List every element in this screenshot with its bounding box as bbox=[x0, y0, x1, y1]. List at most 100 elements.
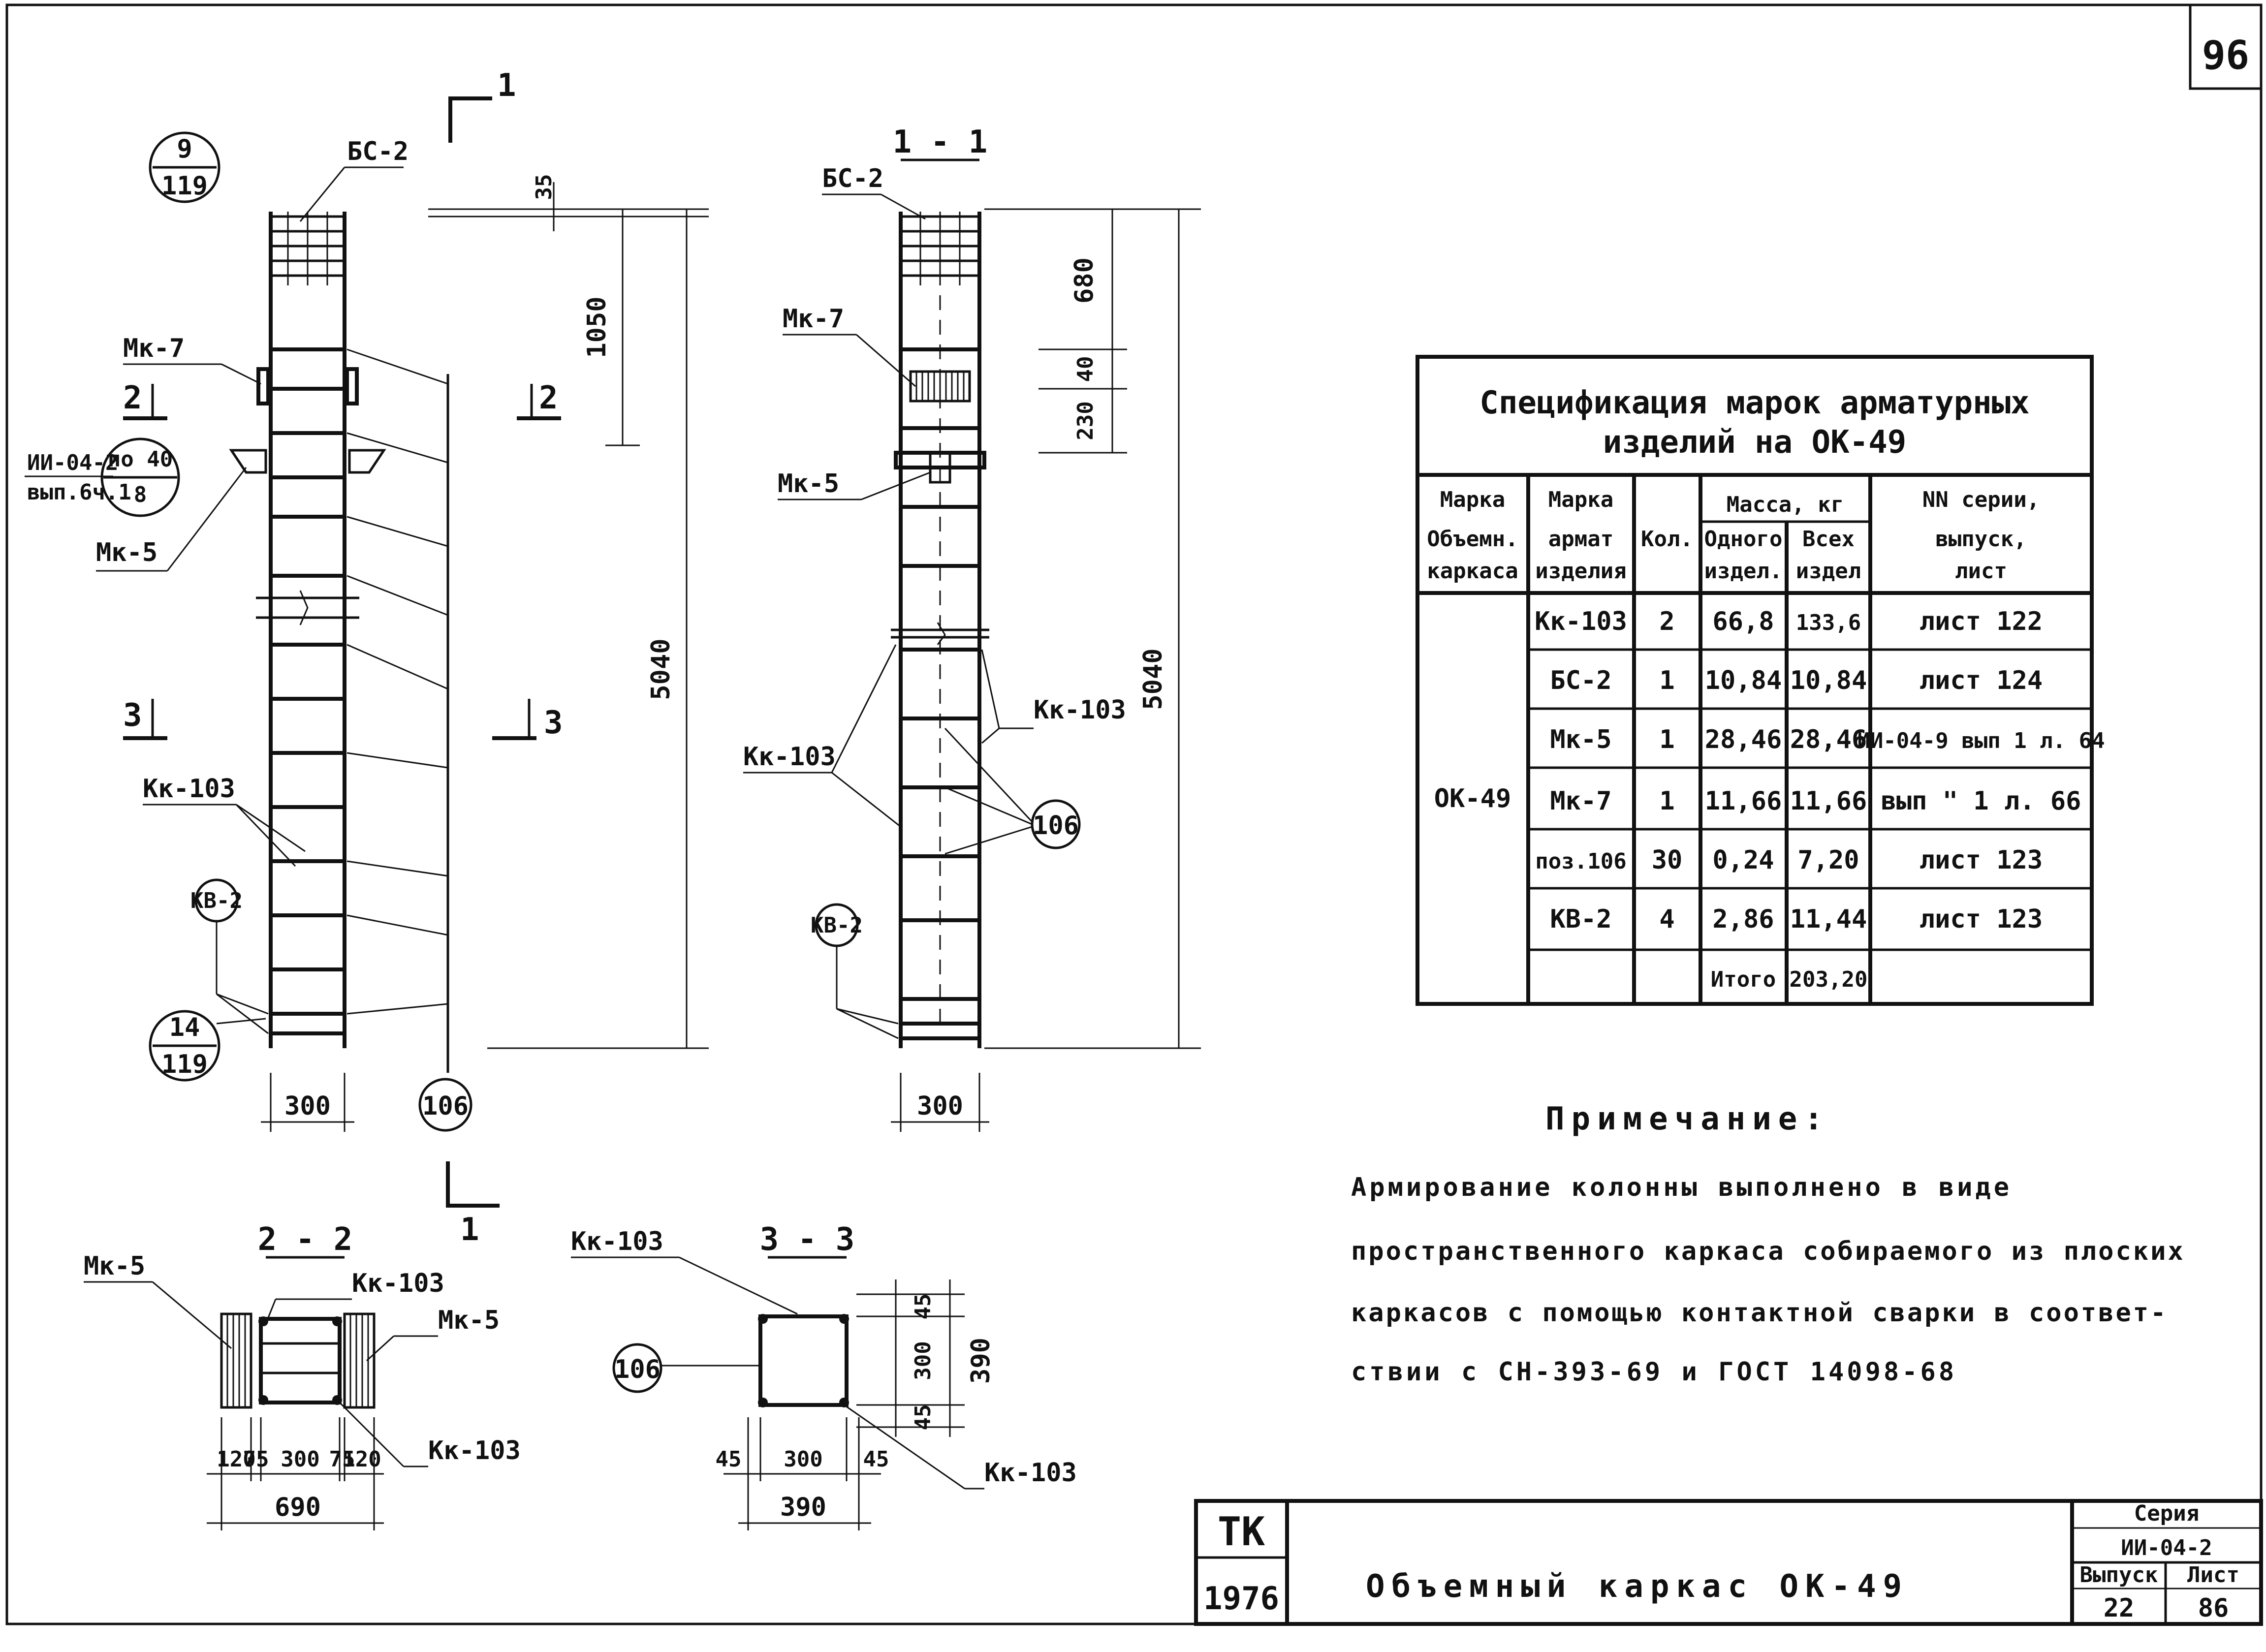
svg-text:2,86: 2,86 bbox=[1712, 904, 1774, 934]
svg-text:лист 124: лист 124 bbox=[1920, 666, 2043, 695]
svg-text:28,46: 28,46 bbox=[1790, 725, 1867, 754]
svg-text:лист 123: лист 123 bbox=[1920, 904, 2043, 934]
svg-text:Масса, кг: Масса, кг bbox=[1727, 492, 1844, 517]
kk103-label-s33-bottom: Кк-103 bbox=[984, 1458, 1077, 1488]
svg-text:Мк-7: Мк-7 bbox=[1550, 786, 1611, 816]
svg-text:300: 300 bbox=[917, 1091, 963, 1121]
right-elevation: 1 - 1 bbox=[743, 124, 1201, 1132]
left-elevation: 106 9 119 14 119 БС-2 Мк-7 ИИ-04-2 вып.6… bbox=[25, 67, 709, 1248]
svg-text:издел: издел bbox=[1796, 559, 1861, 584]
section-3-3-title: 3 - 3 bbox=[760, 1221, 855, 1258]
svg-text:3: 3 bbox=[123, 697, 142, 734]
title-year: 1976 bbox=[1203, 1581, 1279, 1617]
svg-text:106: 106 bbox=[614, 1355, 661, 1384]
kk103-label-right-a: Кк-103 bbox=[743, 742, 836, 772]
svg-text:Серия: Серия bbox=[2134, 1501, 2199, 1526]
svg-text:66,8: 66,8 bbox=[1712, 607, 1774, 636]
dim-300-left: 300 bbox=[261, 1073, 354, 1132]
dim-1050: 1050 bbox=[582, 209, 640, 446]
svg-text:Марка: Марка bbox=[1548, 487, 1613, 512]
section-1-1-title: 1 - 1 bbox=[893, 124, 988, 160]
kk103-label-s22-top: Кк-103 bbox=[352, 1269, 444, 1298]
mk5-label-left: Мк-5 bbox=[96, 538, 157, 567]
svg-text:КВ-2: КВ-2 bbox=[190, 888, 243, 913]
svg-text:11,66: 11,66 bbox=[1790, 786, 1867, 816]
svg-text:вып " 1 л. 66: вып " 1 л. 66 bbox=[1881, 786, 2081, 816]
svg-text:Выпуск: Выпуск bbox=[2080, 1562, 2158, 1588]
section-mark-2-right: 2 bbox=[517, 380, 561, 420]
spec-title-2: изделий на ОК-49 bbox=[1603, 424, 1907, 461]
svg-text:45: 45 bbox=[863, 1447, 889, 1472]
svg-text:2: 2 bbox=[539, 380, 558, 416]
svg-text:11,66: 11,66 bbox=[1705, 786, 1782, 816]
svg-text:Кол.: Кол. bbox=[1641, 527, 1693, 552]
svg-text:390: 390 bbox=[780, 1493, 826, 1522]
svg-text:22: 22 bbox=[2104, 1593, 2135, 1623]
svg-text:Армирование колонны выполнено: Армирование колонны выполнено в виде bbox=[1351, 1173, 2012, 1202]
svg-text:300: 300 bbox=[284, 1091, 331, 1121]
svg-text:каркаса: каркаса bbox=[1427, 559, 1518, 584]
svg-text:4: 4 bbox=[1659, 904, 1674, 934]
svg-text:вып.6ч.1: вып.6ч.1 bbox=[27, 480, 131, 505]
svg-text:каркасов с помощью контактной: каркасов с помощью контактной сварки в с… bbox=[1351, 1298, 2168, 1328]
svg-text:NN серии,: NN серии, bbox=[1922, 487, 2040, 512]
svg-text:2: 2 bbox=[1659, 607, 1674, 636]
svg-text:Итого: Итого bbox=[1711, 967, 1776, 992]
svg-text:106: 106 bbox=[1033, 811, 1079, 841]
title-org: ТК bbox=[1218, 1509, 1265, 1555]
svg-text:КВ-2: КВ-2 bbox=[811, 913, 863, 938]
svg-text:680: 680 bbox=[1070, 257, 1099, 304]
svg-text:Кк-103: Кк-103 bbox=[1535, 607, 1627, 636]
mk5-label-right: Мк-5 bbox=[778, 469, 839, 499]
stirrups-left bbox=[271, 347, 345, 1035]
svg-text:ИИ-04-2: ИИ-04-2 bbox=[2121, 1535, 2212, 1560]
svg-text:Марка: Марка bbox=[1440, 487, 1505, 512]
ref-callout: ИИ-04-2 вып.6ч.1 по 40 8 bbox=[25, 437, 180, 517]
svg-text:11,44: 11,44 bbox=[1790, 904, 1867, 934]
kk103-label-s22-bottom: Кк-103 bbox=[428, 1436, 521, 1465]
title-block: ТК 1976 Объемный каркас ОК-49 Серия ИИ-0… bbox=[1194, 1499, 2263, 1626]
svg-text:по 40: по 40 bbox=[108, 447, 173, 472]
section-mark-1-bottom: 1 bbox=[446, 1161, 500, 1248]
bs2-label-right: БС-2 bbox=[822, 164, 883, 193]
section-mark-2-left: 2 bbox=[123, 380, 167, 420]
sheet-number: 96 bbox=[2202, 32, 2249, 78]
svg-text:лист: лист bbox=[1955, 559, 2007, 584]
bs2-grid bbox=[271, 212, 345, 285]
svg-text:120: 120 bbox=[342, 1447, 381, 1472]
dim-5040-right: 5040 bbox=[984, 209, 1201, 1049]
section-mark-1-top: 1 bbox=[448, 67, 516, 143]
svg-text:лист 123: лист 123 bbox=[1920, 845, 2043, 875]
mk5-label-s22-left: Мк-5 bbox=[84, 1251, 145, 1281]
svg-text:5040: 5040 bbox=[1138, 648, 1168, 710]
svg-text:133,6: 133,6 bbox=[1796, 610, 1861, 635]
svg-text:3: 3 bbox=[544, 705, 563, 741]
svg-text:ИИ-04-9 вып 1 л. 64: ИИ-04-9 вып 1 л. 64 bbox=[1857, 728, 2105, 753]
svg-text:14: 14 bbox=[169, 1013, 200, 1042]
svg-text:лист 122: лист 122 bbox=[1920, 607, 2043, 636]
svg-text:1: 1 bbox=[1659, 666, 1674, 695]
note-title: Примечание: bbox=[1545, 1101, 1830, 1137]
svg-text:120: 120 bbox=[217, 1447, 255, 1472]
svg-text:Лист: Лист bbox=[2187, 1562, 2239, 1588]
sheet-frame bbox=[5, 3, 2263, 1625]
section-mark-3-right: 3 bbox=[492, 699, 563, 741]
svg-text:86: 86 bbox=[2198, 1593, 2229, 1623]
section-3-3: 3 - 3 Кк-103 106 Кк-103 45 300 45 390 45… bbox=[571, 1221, 1077, 1530]
svg-text:300: 300 bbox=[784, 1447, 822, 1472]
section-2-2: 2 - 2 Мк-5 Кк-103 Мк-5 Кк-103 bbox=[84, 1221, 521, 1530]
svg-text:армат: армат bbox=[1548, 527, 1613, 552]
pos-106-label-left: 106 bbox=[422, 1091, 469, 1121]
svg-text:119: 119 bbox=[161, 1050, 208, 1079]
svg-text:1: 1 bbox=[1659, 725, 1674, 754]
svg-text:0,24: 0,24 bbox=[1712, 845, 1774, 875]
svg-text:1: 1 bbox=[497, 67, 516, 104]
leaders-106-left bbox=[346, 348, 449, 1073]
dim-680: 680 bbox=[1039, 209, 1127, 350]
svg-text:10,84: 10,84 bbox=[1705, 666, 1782, 695]
svg-text:8: 8 bbox=[134, 482, 147, 507]
svg-text:119: 119 bbox=[161, 171, 208, 201]
svg-text:1: 1 bbox=[460, 1212, 479, 1248]
callout-top bbox=[149, 131, 220, 203]
